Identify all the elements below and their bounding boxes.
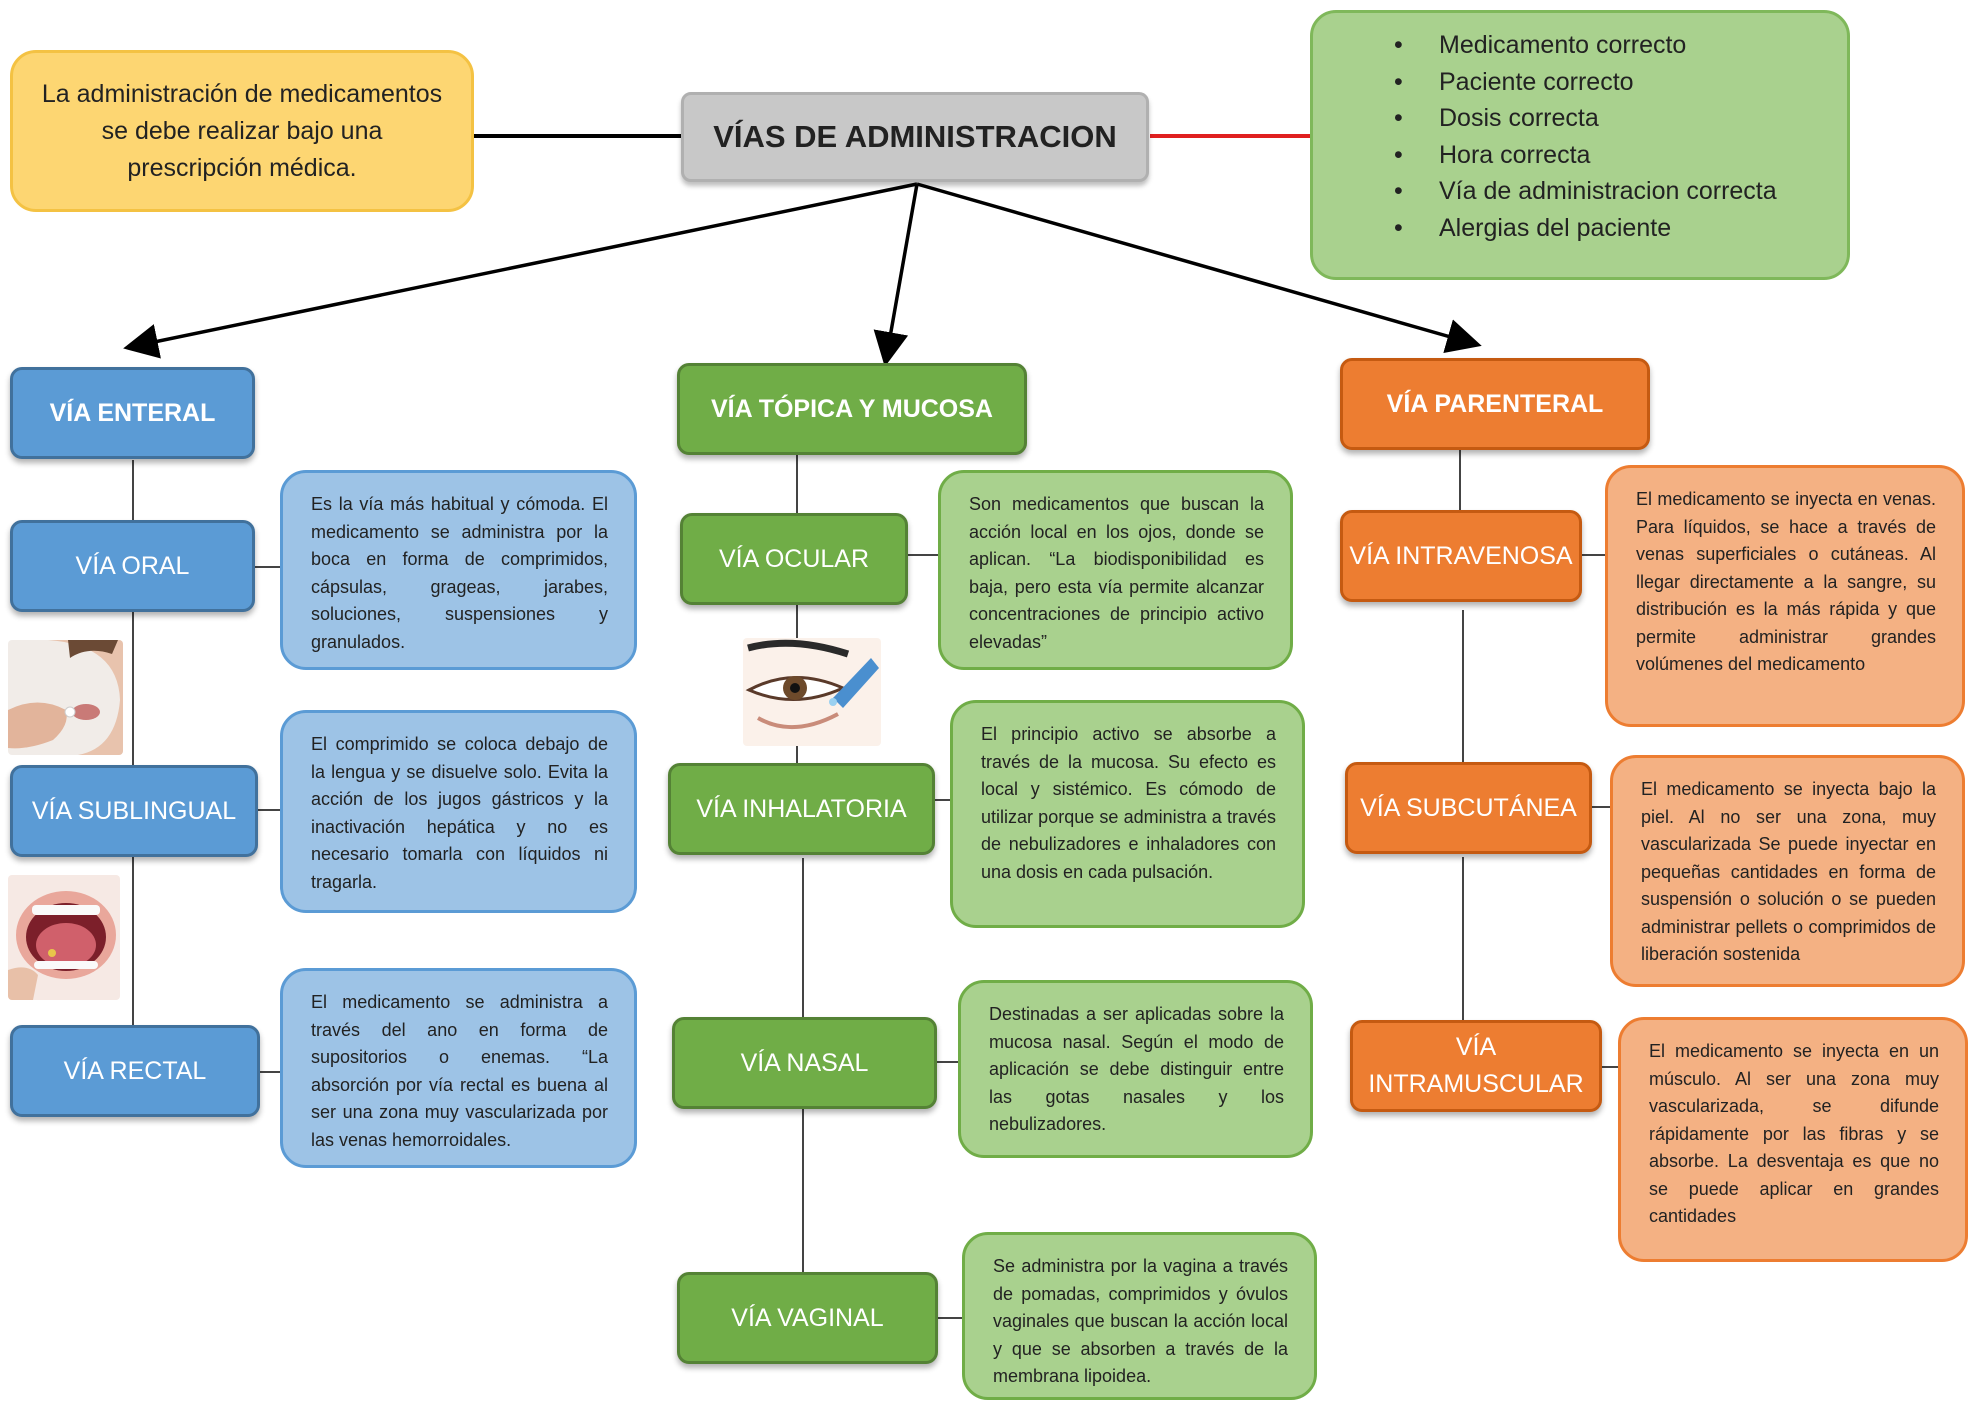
route-subcutanea-description-text: El medicamento se inyecta bajo la piel. … [1641, 779, 1936, 964]
topica-title: VÍA TÓPICA Y MUCOSA [711, 394, 993, 423]
route-oral-label: VÍA ORAL [75, 551, 190, 580]
route-rectal: VÍA RECTAL [10, 1025, 260, 1117]
prescription-note: La administración de medicamentos se deb… [10, 50, 474, 212]
route-intravenosa: VÍA INTRAVENOSA [1340, 510, 1582, 602]
route-oral-description-text: Es la vía más habitual y cómoda. El medi… [311, 494, 608, 652]
route-intravenosa-description: El medicamento se inyecta en venas. Para… [1605, 465, 1965, 727]
route-intramuscular-description-text: El medicamento se inyecta en un músculo.… [1649, 1041, 1939, 1226]
route-rectal-description: El medicamento se administra a través de… [280, 968, 637, 1168]
main-title-box: VÍAS DE ADMINISTRACION [681, 92, 1149, 182]
route-intramuscular: VÍA INTRAMUSCULAR [1350, 1020, 1602, 1112]
route-nasal-label: VÍA NASAL [740, 1048, 869, 1077]
route-vaginal-description: Se administra por la vagina a través de … [962, 1232, 1317, 1400]
route-inhalatoria-description-text: El principio activo se absorbe a través … [981, 724, 1276, 882]
parenteral-title: VÍA PARENTERAL [1386, 389, 1604, 418]
checklist-item: Hora correcta [1394, 137, 1847, 174]
route-rectal-description-text: El medicamento se administra a través de… [311, 992, 608, 1150]
checklist-item: Vía de administracion correcta [1394, 173, 1847, 210]
route-ocular-description: Son medicamentos que buscan la acción lo… [938, 470, 1293, 670]
route-nasal: VÍA NASAL [672, 1017, 937, 1109]
route-oral: VÍA ORAL [10, 520, 255, 612]
route-ocular-label: VÍA OCULAR [718, 544, 870, 573]
parenteral-header: VÍA PARENTERAL [1340, 358, 1650, 450]
route-intramuscular-label: VÍA INTRAMUSCULAR [1368, 1033, 1584, 1098]
enteral-title: VÍA ENTERAL [49, 398, 216, 427]
route-intravenosa-description-text: El medicamento se inyecta en venas. Para… [1636, 489, 1936, 674]
route-subcutanea-description: El medicamento se inyecta bajo la piel. … [1610, 755, 1965, 987]
route-inhalatoria: VÍA INHALATORIA [668, 763, 935, 855]
route-sublingual: VÍA SUBLINGUAL [10, 765, 258, 857]
page-title: VÍAS DE ADMINISTRACION [713, 119, 1117, 154]
route-intravenosa-label: VÍA INTRAVENOSA [1349, 541, 1573, 570]
route-intramuscular-description: El medicamento se inyecta en un músculo.… [1618, 1017, 1968, 1262]
arrow-to-parenteral [916, 182, 1482, 354]
route-inhalatoria-label: VÍA INHALATORIA [696, 794, 907, 823]
arrow-to-enteral [123, 182, 918, 359]
route-rectal-label: VÍA RECTAL [63, 1056, 207, 1085]
route-subcutanea-label: VÍA SUBCUTÁNEA [1360, 793, 1577, 822]
checklist-items: Medicamento correcto Paciente correcto D… [1313, 13, 1847, 246]
checklist-item: Medicamento correcto [1394, 27, 1847, 64]
route-nasal-description-text: Destinadas a ser aplicadas sobre la muco… [989, 1004, 1284, 1134]
route-vaginal-label: VÍA VAGINAL [731, 1303, 884, 1332]
topica-header: VÍA TÓPICA Y MUCOSA [677, 363, 1027, 455]
route-oral-description: Es la vía más habitual y cómoda. El medi… [280, 470, 637, 670]
prescription-note-text: La administración de medicamentos se deb… [41, 79, 443, 182]
route-subcutanea: VÍA SUBCUTÁNEA [1345, 762, 1592, 854]
route-sublingual-label: VÍA SUBLINGUAL [31, 796, 237, 825]
route-sublingual-description: El comprimido se coloca debajo de la len… [280, 710, 637, 913]
enteral-header: VÍA ENTERAL [10, 367, 255, 459]
route-sublingual-description-text: El comprimido se coloca debajo de la len… [311, 734, 608, 892]
route-vaginal-description-text: Se administra por la vagina a través de … [993, 1256, 1288, 1386]
route-vaginal: VÍA VAGINAL [677, 1272, 938, 1364]
five-rights-checklist: Medicamento correcto Paciente correcto D… [1310, 10, 1850, 280]
route-nasal-description: Destinadas a ser aplicadas sobre la muco… [958, 980, 1313, 1158]
checklist-item: Dosis correcta [1394, 100, 1847, 137]
checklist-item: Alergias del paciente [1394, 210, 1847, 247]
eye-drops-illustration [743, 638, 881, 746]
checklist-item: Paciente correcto [1394, 64, 1847, 101]
route-inhalatoria-description: El principio activo se absorbe a través … [950, 700, 1305, 928]
mouth-sublingual-illustration [8, 875, 120, 1000]
route-ocular: VÍA OCULAR [680, 513, 908, 605]
person-taking-pill-illustration [8, 640, 123, 755]
arrow-to-topica [873, 183, 919, 367]
route-ocular-description-text: Son medicamentos que buscan la acción lo… [969, 494, 1264, 652]
